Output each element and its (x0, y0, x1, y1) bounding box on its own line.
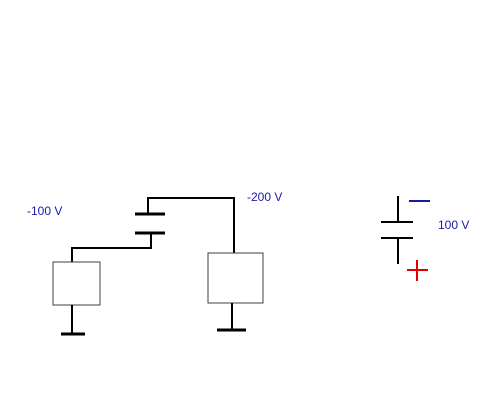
right-conductor-box (207, 252, 264, 304)
left-conductor-box (52, 261, 101, 306)
battery (381, 196, 413, 264)
left-voltage-label: -100 V (27, 204, 63, 218)
wire-capacitor-to-left-box (71, 233, 152, 262)
wire-capacitor-to-right-box (147, 197, 235, 253)
capacitor (135, 212, 165, 235)
middle-voltage-label: -200 V (247, 190, 283, 204)
plus-sign-icon (407, 260, 428, 281)
battery-voltage-label: 100 V (438, 218, 470, 232)
